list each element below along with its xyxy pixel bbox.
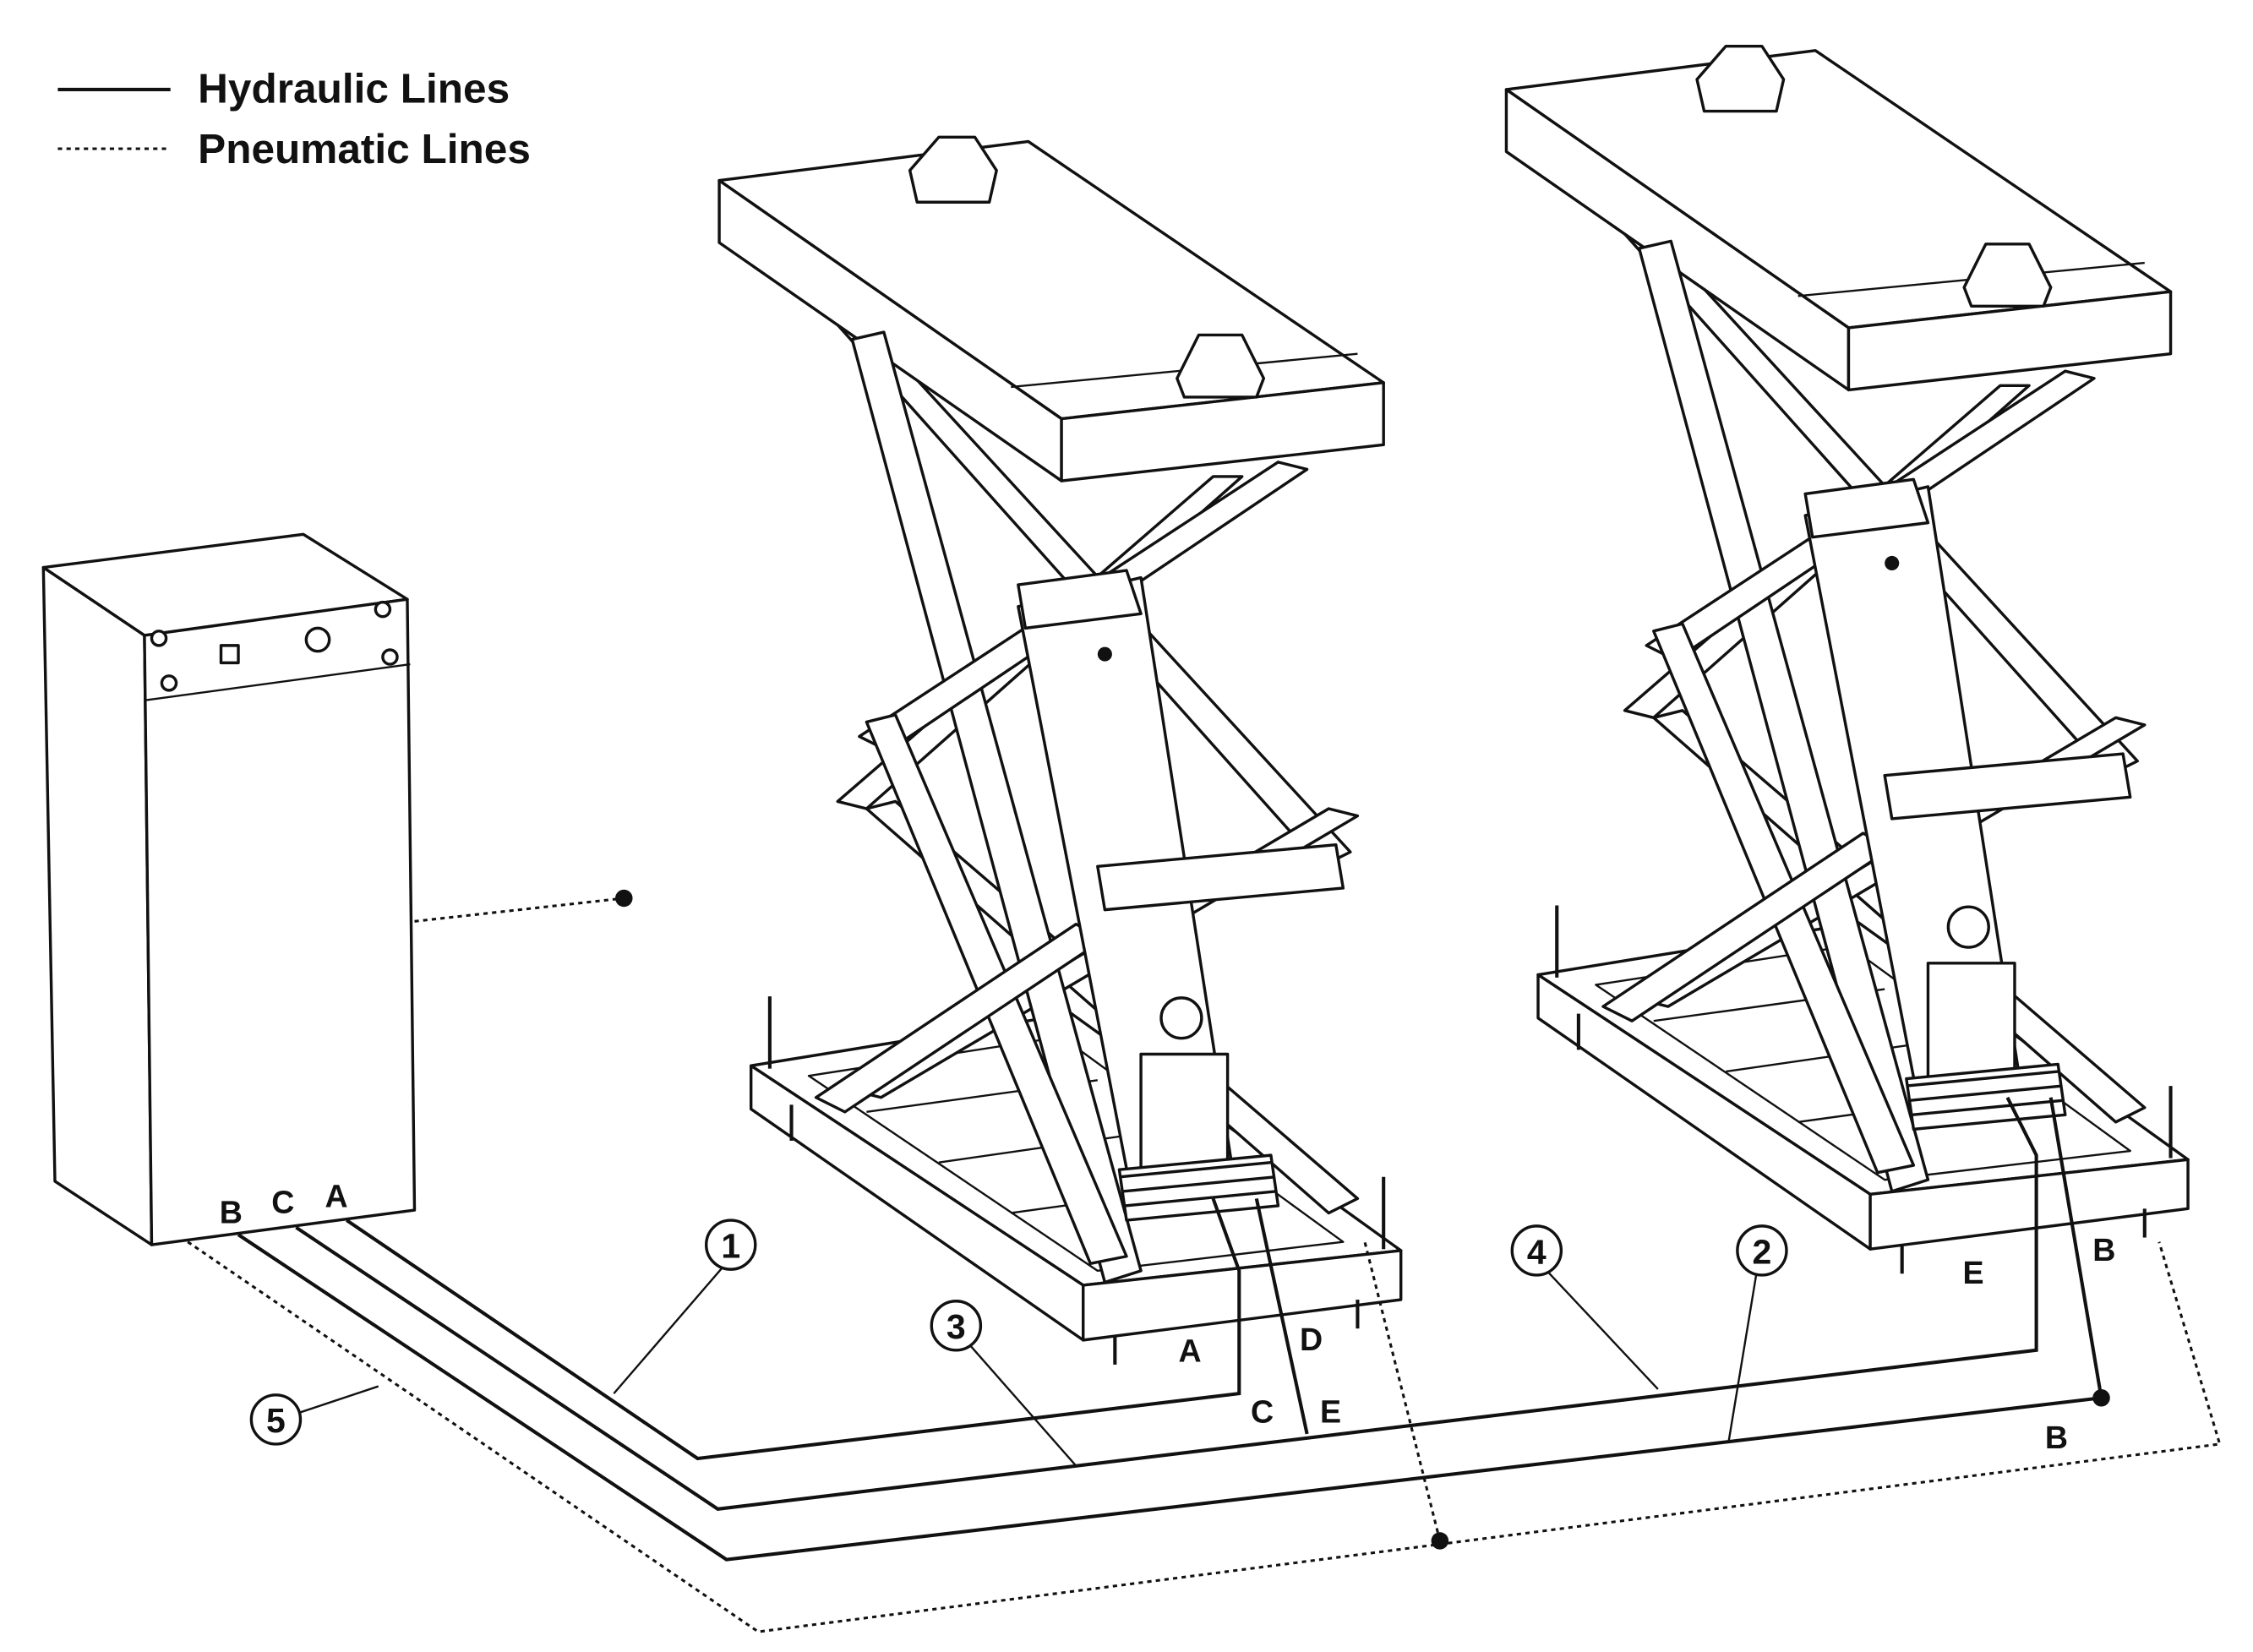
label-c: C xyxy=(1251,1393,1274,1429)
callout-1: 1 xyxy=(613,1219,757,1394)
hydraulic-line-2 xyxy=(237,1097,2103,1562)
control-unit-side xyxy=(41,565,154,1246)
label-b-right-bottom: B xyxy=(2045,1420,2068,1455)
pneumatic-lines xyxy=(187,889,2222,1633)
svg-text:2: 2 xyxy=(1753,1232,1772,1271)
callout-4: 4 xyxy=(1510,1224,1659,1390)
callouts: 1 2 3 4 5 xyxy=(249,1219,1788,1467)
hydraulic-line-4 xyxy=(295,1096,2038,1511)
label-a: A xyxy=(1179,1333,1202,1369)
label-e-left: E xyxy=(1320,1393,1341,1429)
label-d: D xyxy=(1300,1322,1323,1357)
svg-text:5: 5 xyxy=(266,1401,286,1440)
port-label-b: B xyxy=(220,1194,243,1229)
legend: Hydraulic Lines Pneumatic Lines xyxy=(57,64,531,172)
port-label-c: C xyxy=(271,1184,294,1219)
connection-labels: A D C E E B B xyxy=(1179,1232,2116,1455)
svg-text:4: 4 xyxy=(1527,1232,1547,1271)
control-unit: B C A xyxy=(41,532,417,1246)
label-b-right-top: B xyxy=(2092,1232,2115,1268)
hydraulic-lines xyxy=(237,1096,2110,1562)
control-unit-front xyxy=(143,597,417,1246)
pneumatic-branch-left xyxy=(1363,1241,1442,1541)
legend-hydraulic-label: Hydraulic Lines xyxy=(198,64,510,112)
callout-2: 2 xyxy=(1727,1224,1788,1442)
pneumatic-supply-line xyxy=(414,897,625,923)
callout-5: 5 xyxy=(249,1385,379,1446)
svg-text:3: 3 xyxy=(946,1307,966,1346)
port-label-a: A xyxy=(325,1179,348,1214)
callout-3: 3 xyxy=(930,1300,1077,1467)
right-scissor-lift xyxy=(1506,46,2188,1274)
legend-pneumatic-label: Pneumatic Lines xyxy=(198,125,531,172)
left-scissor-lift xyxy=(719,137,1401,1365)
hydraulic-branch-e xyxy=(1254,1197,1309,1435)
svg-text:1: 1 xyxy=(721,1226,740,1265)
label-e-right: E xyxy=(1962,1255,1983,1290)
hydraulic-line-1 xyxy=(346,1197,1241,1461)
